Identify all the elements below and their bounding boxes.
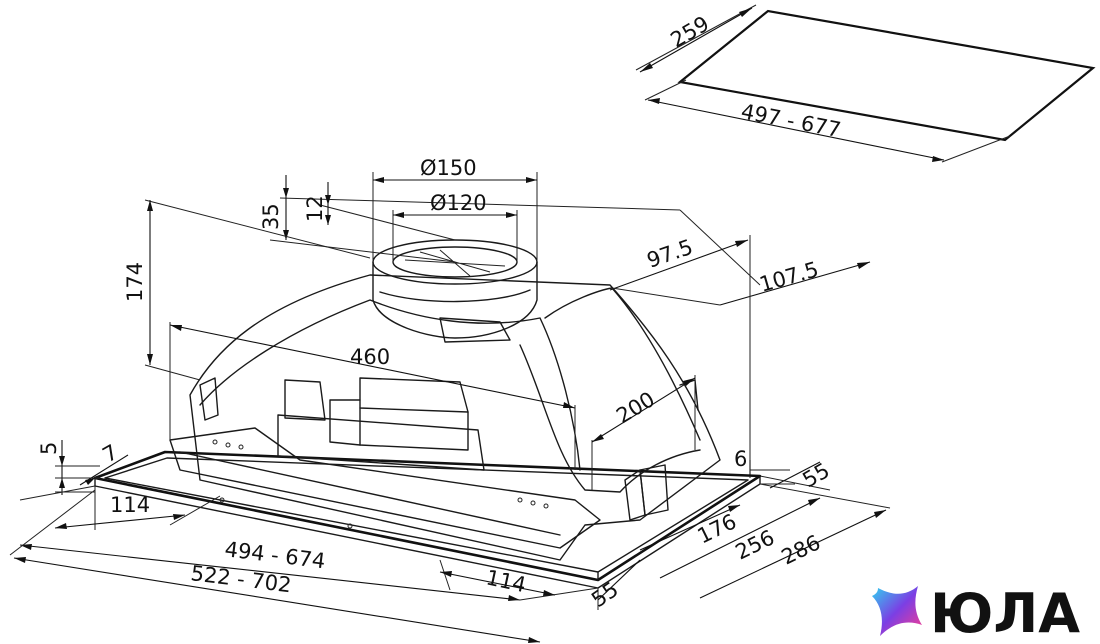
yula-logo: ЮЛА <box>872 582 1080 644</box>
top-panel <box>635 4 1096 163</box>
dim-6: 6 <box>734 447 747 471</box>
logo-star-icon <box>872 586 922 636</box>
dim-259: 259 <box>667 11 714 52</box>
dim-174: 174 <box>123 262 147 302</box>
dim-114-right: 114 <box>484 565 528 597</box>
dim-7: 7 <box>99 440 123 467</box>
dim-d150: Ø150 <box>420 156 477 180</box>
dim-5: 5 <box>37 442 61 455</box>
dim-55-right: 55 <box>799 458 834 492</box>
dim-460: 460 <box>350 345 390 369</box>
control-holes <box>212 439 549 529</box>
dim-55-bottom: 55 <box>587 577 623 612</box>
dim-107-5: 107.5 <box>757 257 821 297</box>
dimension-lines <box>9 172 891 643</box>
dim-286: 286 <box>778 530 825 569</box>
logo-text: ЮЛА <box>930 582 1080 644</box>
dim-97-5: 97.5 <box>644 235 696 273</box>
dim-114-left: 114 <box>110 493 150 517</box>
dim-35: 35 <box>259 203 283 230</box>
dimension-labels: 259 497 - 677 Ø150 Ø120 35 12 97.5 107.5… <box>37 11 843 612</box>
dim-12: 12 <box>303 195 327 222</box>
dim-d120: Ø120 <box>430 191 487 215</box>
hood-body <box>93 239 762 589</box>
dim-200: 200 <box>612 387 659 428</box>
